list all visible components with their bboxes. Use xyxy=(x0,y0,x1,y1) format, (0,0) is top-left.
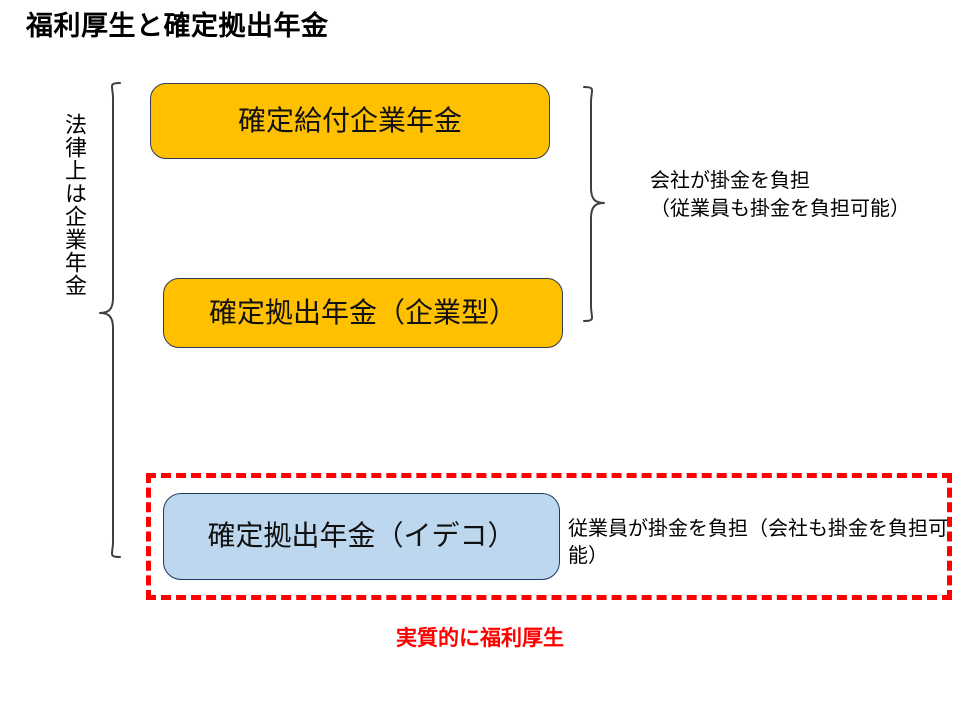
box-dc-corporate-type[interactable]: 確定拠出年金（企業型） xyxy=(163,278,563,348)
right-curly-brace-icon xyxy=(583,86,605,322)
left-vertical-label: 法律上は企業年金 xyxy=(62,113,87,297)
annotation-company-contribution: 会社が掛金を負担 （従業員も掛金を負担可能） xyxy=(650,170,910,220)
box-defined-benefit-pension[interactable]: 確定給付企業年金 xyxy=(150,83,550,159)
box-dc-corporate-type-label: 確定拠出年金（企業型） xyxy=(208,296,517,328)
left-curly-brace-icon xyxy=(99,82,121,558)
highlight-caption: 実質的に福利厚生 xyxy=(396,627,564,650)
annotation-employee-contribution: 従業員が掛金を負担（会社も掛金を負担可能） xyxy=(568,518,948,567)
box-defined-benefit-pension-label: 確定給付企業年金 xyxy=(237,104,462,136)
box-dc-ideco[interactable]: 確定拠出年金（イデコ） xyxy=(163,493,560,580)
page-title: 福利厚生と確定拠出年金 xyxy=(26,11,329,41)
box-dc-ideco-label: 確定拠出年金（イデコ） xyxy=(207,520,516,552)
